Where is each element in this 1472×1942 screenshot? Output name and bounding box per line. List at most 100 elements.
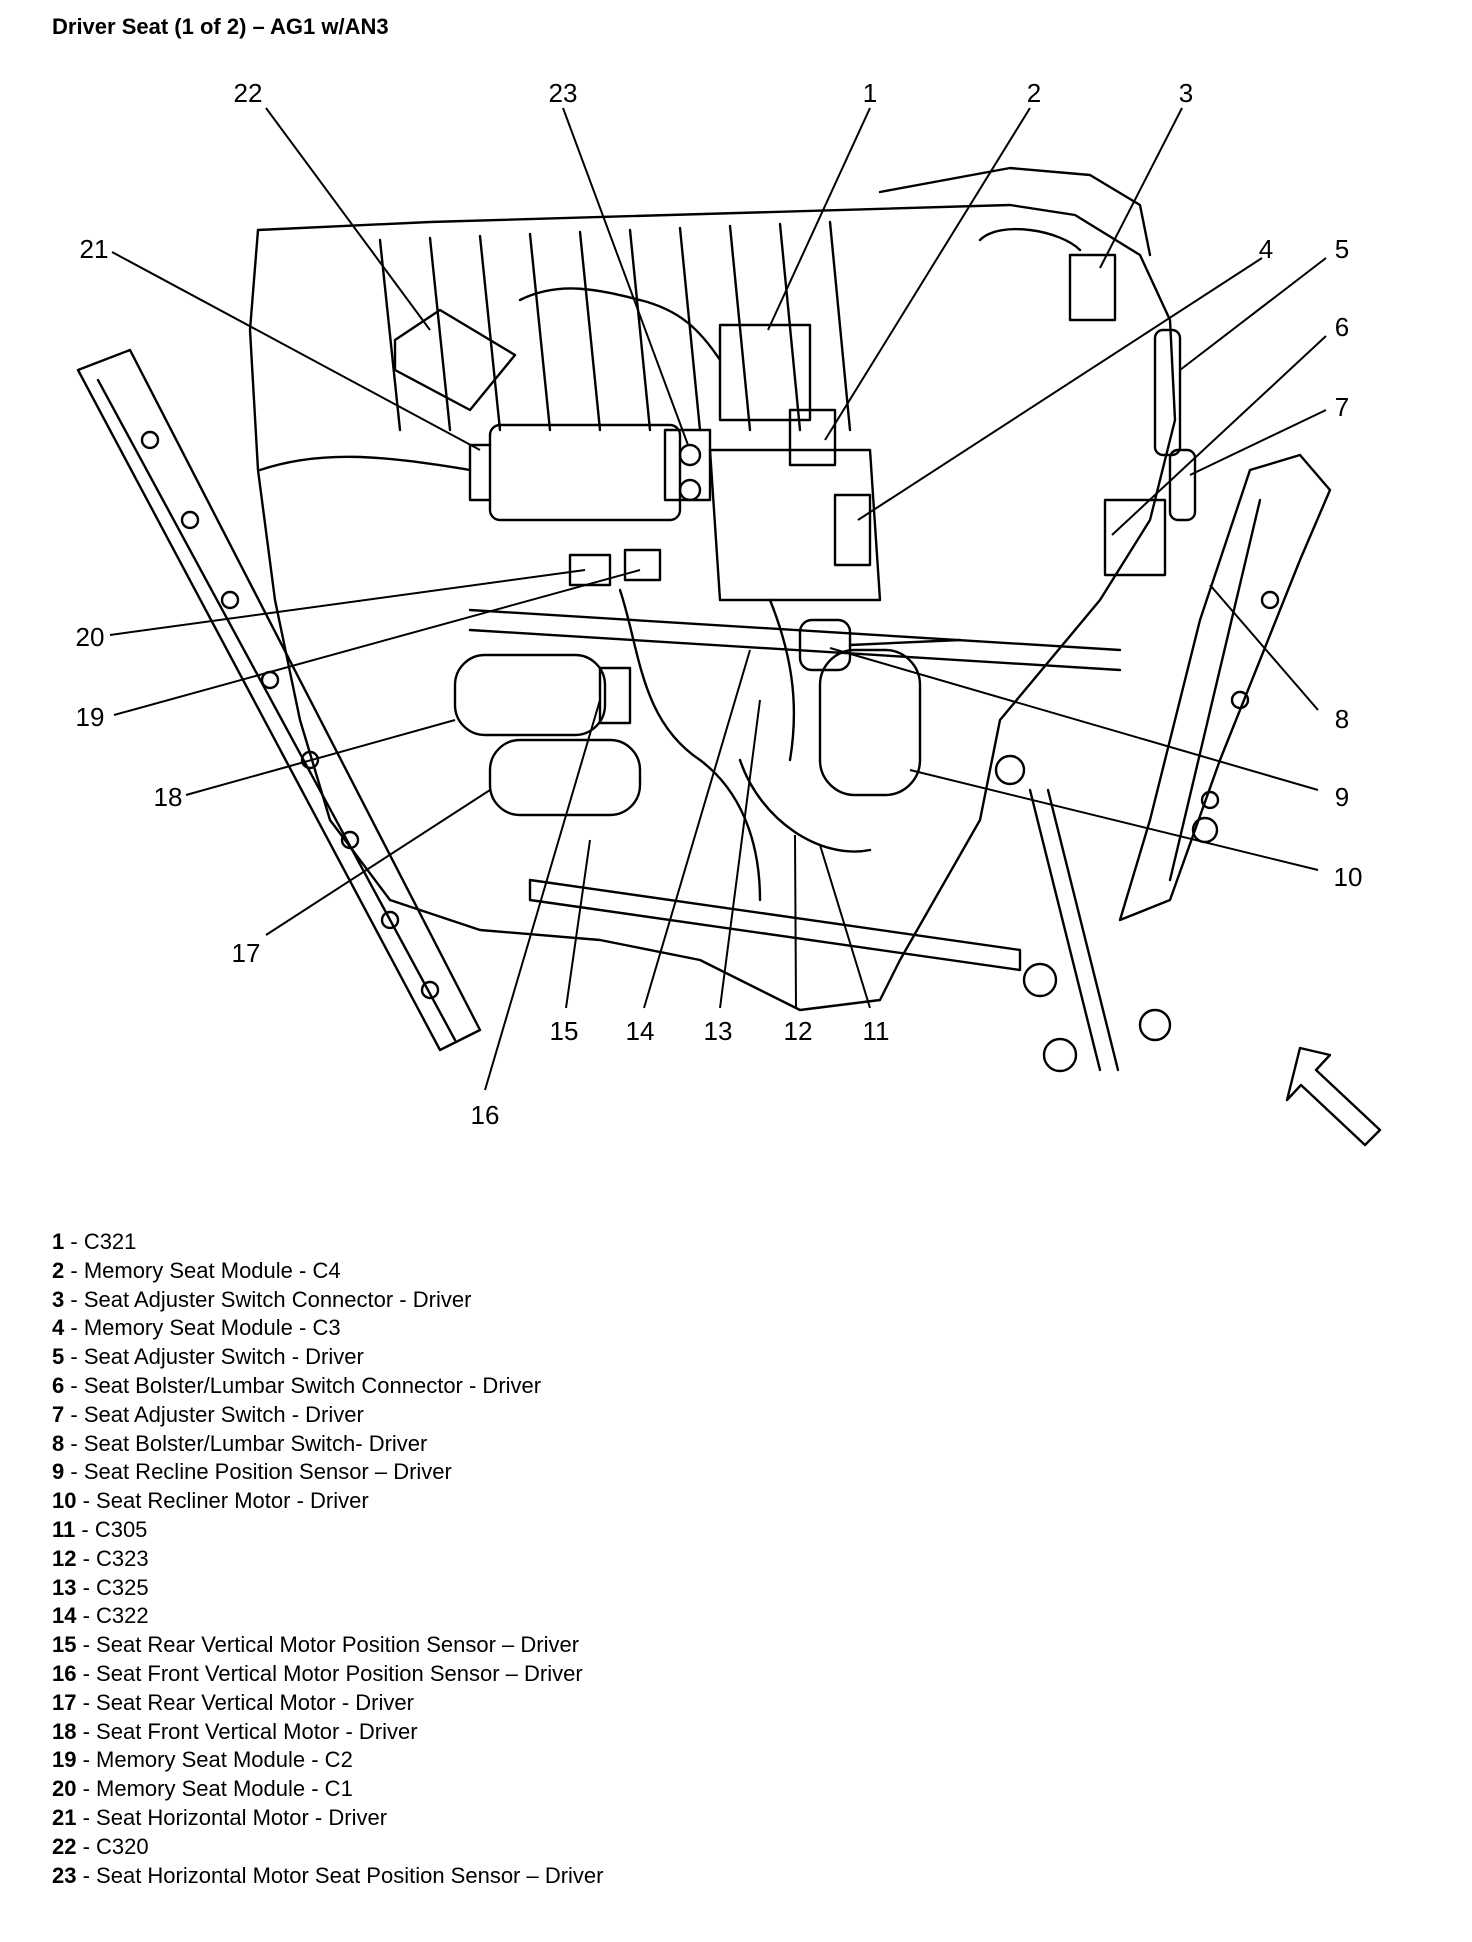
- diagram-title: Driver Seat (1 of 2) – AG1 w/AN3: [52, 14, 389, 39]
- legend-description: Seat Recliner Motor - Driver: [96, 1488, 369, 1514]
- legend-description: C305: [94, 1516, 148, 1542]
- legend-separator: -: [76, 1545, 97, 1571]
- callout-3: 3: [1179, 78, 1193, 108]
- legend-number: 8: [52, 1430, 65, 1456]
- legend-separator: -: [64, 1430, 84, 1456]
- legend-separator: -: [76, 1660, 97, 1686]
- legend-description: Seat Adjuster Switch Connector - Driver: [83, 1286, 472, 1312]
- legend-description: C325: [96, 1574, 149, 1600]
- callout-7: 7: [1335, 392, 1349, 422]
- legend-number: 23: [52, 1862, 77, 1888]
- legend-item: 22 - C320: [52, 1833, 604, 1862]
- legend-number: 21: [52, 1804, 77, 1830]
- legend-description: Memory Seat Module - C4: [83, 1257, 341, 1283]
- legend-number: 7: [52, 1401, 65, 1427]
- legend-number: 5: [52, 1344, 65, 1370]
- legend-separator: -: [76, 1632, 97, 1658]
- legend-description: Seat Front Vertical Motor - Driver: [96, 1718, 418, 1744]
- legend-number: 10: [52, 1488, 77, 1514]
- callout-11: 11: [863, 1016, 890, 1046]
- legend-item: 9 - Seat Recline Position Sensor – Drive…: [52, 1458, 604, 1487]
- callout-17: 17: [232, 938, 261, 968]
- legend-number: 19: [52, 1747, 77, 1773]
- legend-item: 19 - Memory Seat Module - C2: [52, 1746, 604, 1775]
- callout-19: 19: [76, 702, 105, 732]
- callout-12: 12: [784, 1016, 813, 1046]
- legend-number: 14: [52, 1603, 77, 1629]
- legend-number: 6: [52, 1372, 65, 1398]
- legend-description: Seat Front Vertical Motor Position Senso…: [96, 1660, 583, 1686]
- legend-description: Memory Seat Module - C3: [83, 1315, 341, 1341]
- legend-description: Seat Adjuster Switch - Driver: [83, 1401, 364, 1427]
- legend-item: 12 - C323: [52, 1545, 604, 1574]
- callout-21: 21: [80, 234, 109, 264]
- callout-23: 23: [549, 78, 578, 108]
- legend-description: C320: [96, 1833, 149, 1859]
- legend-description: C323: [96, 1545, 149, 1571]
- callout-16: 16: [471, 1100, 500, 1130]
- legend-number: 16: [52, 1660, 77, 1686]
- legend-item: 2 - Memory Seat Module - C4: [52, 1257, 604, 1286]
- callout-15: 15: [550, 1016, 579, 1046]
- legend-separator: -: [64, 1286, 84, 1312]
- legend-separator: -: [64, 1229, 84, 1254]
- callout-18: 18: [154, 782, 183, 812]
- legend-item: 5 - Seat Adjuster Switch - Driver: [52, 1343, 604, 1372]
- legend-number: 3: [52, 1286, 65, 1312]
- legend-item: 21 - Seat Horizontal Motor - Driver: [52, 1804, 604, 1833]
- legend-item: 23 - Seat Horizontal Motor Seat Position…: [52, 1862, 604, 1891]
- legend-description: Seat Recline Position Sensor – Driver: [83, 1459, 452, 1485]
- callout-labels: 1 2 3 4 5 6 7 8 9 10 11 12 13 14 15 16 1…: [76, 78, 1363, 1130]
- legend-description: C322: [96, 1603, 149, 1629]
- callout-9: 9: [1335, 782, 1349, 812]
- legend-description: Seat Adjuster Switch - Driver: [83, 1344, 364, 1370]
- legend-description: Seat Horizontal Motor - Driver: [96, 1804, 388, 1830]
- legend-number: 22: [52, 1833, 77, 1859]
- callout-2: 2: [1027, 78, 1041, 108]
- legend-number: 1: [52, 1229, 65, 1254]
- legend-number: 15: [52, 1632, 77, 1658]
- legend-separator: -: [76, 1862, 97, 1888]
- legend-item: 8 - Seat Bolster/Lumbar Switch- Driver: [52, 1430, 604, 1459]
- legend-number: 20: [52, 1776, 77, 1802]
- callout-14: 14: [626, 1016, 655, 1046]
- legend-item: 6 - Seat Bolster/Lumbar Switch Connector…: [52, 1372, 604, 1401]
- legend-separator: -: [76, 1833, 97, 1859]
- legend-item: 10 - Seat Recliner Motor - Driver: [52, 1487, 604, 1516]
- legend-separator: -: [75, 1516, 95, 1542]
- legend-separator: -: [76, 1689, 97, 1715]
- legend-number: 4: [52, 1315, 65, 1341]
- legend-description: Seat Bolster/Lumbar Switch- Driver: [83, 1430, 428, 1456]
- seat-assembly-diagram: 1 2 3 4 5 6 7 8 9 10 11 12 13 14 15 16 1…: [76, 78, 1382, 1147]
- legend-item: 13 - C325: [52, 1574, 604, 1603]
- legend-separator: -: [76, 1804, 97, 1830]
- legend-item: 1 - C321: [52, 1228, 604, 1257]
- callout-leaders: [109, 107, 1327, 1091]
- legend-item: 16 - Seat Front Vertical Motor Position …: [52, 1660, 604, 1689]
- seat-frame-drawing: [76, 166, 1332, 1073]
- legend-item: 17 - Seat Rear Vertical Motor - Driver: [52, 1689, 604, 1718]
- legend-separator: -: [64, 1459, 84, 1485]
- legend-number: 18: [52, 1718, 77, 1744]
- callout-8: 8: [1335, 704, 1349, 734]
- legend-description: Seat Rear Vertical Motor Position Sensor…: [96, 1632, 580, 1658]
- callout-4: 4: [1259, 234, 1273, 264]
- legend-item: 20 - Memory Seat Module - C1: [52, 1775, 604, 1804]
- legend-separator: -: [64, 1372, 84, 1398]
- legend-separator: -: [76, 1776, 97, 1802]
- legend-item: 15 - Seat Rear Vertical Motor Position S…: [52, 1631, 604, 1660]
- orientation-arrow: [1285, 1046, 1382, 1147]
- legend-number: 2: [52, 1257, 65, 1283]
- legend-separator: -: [64, 1315, 84, 1341]
- legend-item: 11 - C305: [52, 1516, 604, 1545]
- callout-1: 1: [863, 78, 877, 108]
- legend-separator: -: [76, 1603, 97, 1629]
- legend-item: 14 - C322: [52, 1602, 604, 1631]
- legend-separator: -: [76, 1718, 97, 1744]
- legend-number: 11: [52, 1516, 76, 1542]
- legend-description: Seat Bolster/Lumbar Switch Connector - D…: [83, 1372, 542, 1398]
- legend-description: Seat Rear Vertical Motor - Driver: [96, 1689, 414, 1715]
- legend-item: 3 - Seat Adjuster Switch Connector - Dri…: [52, 1286, 604, 1315]
- legend-separator: -: [76, 1747, 97, 1773]
